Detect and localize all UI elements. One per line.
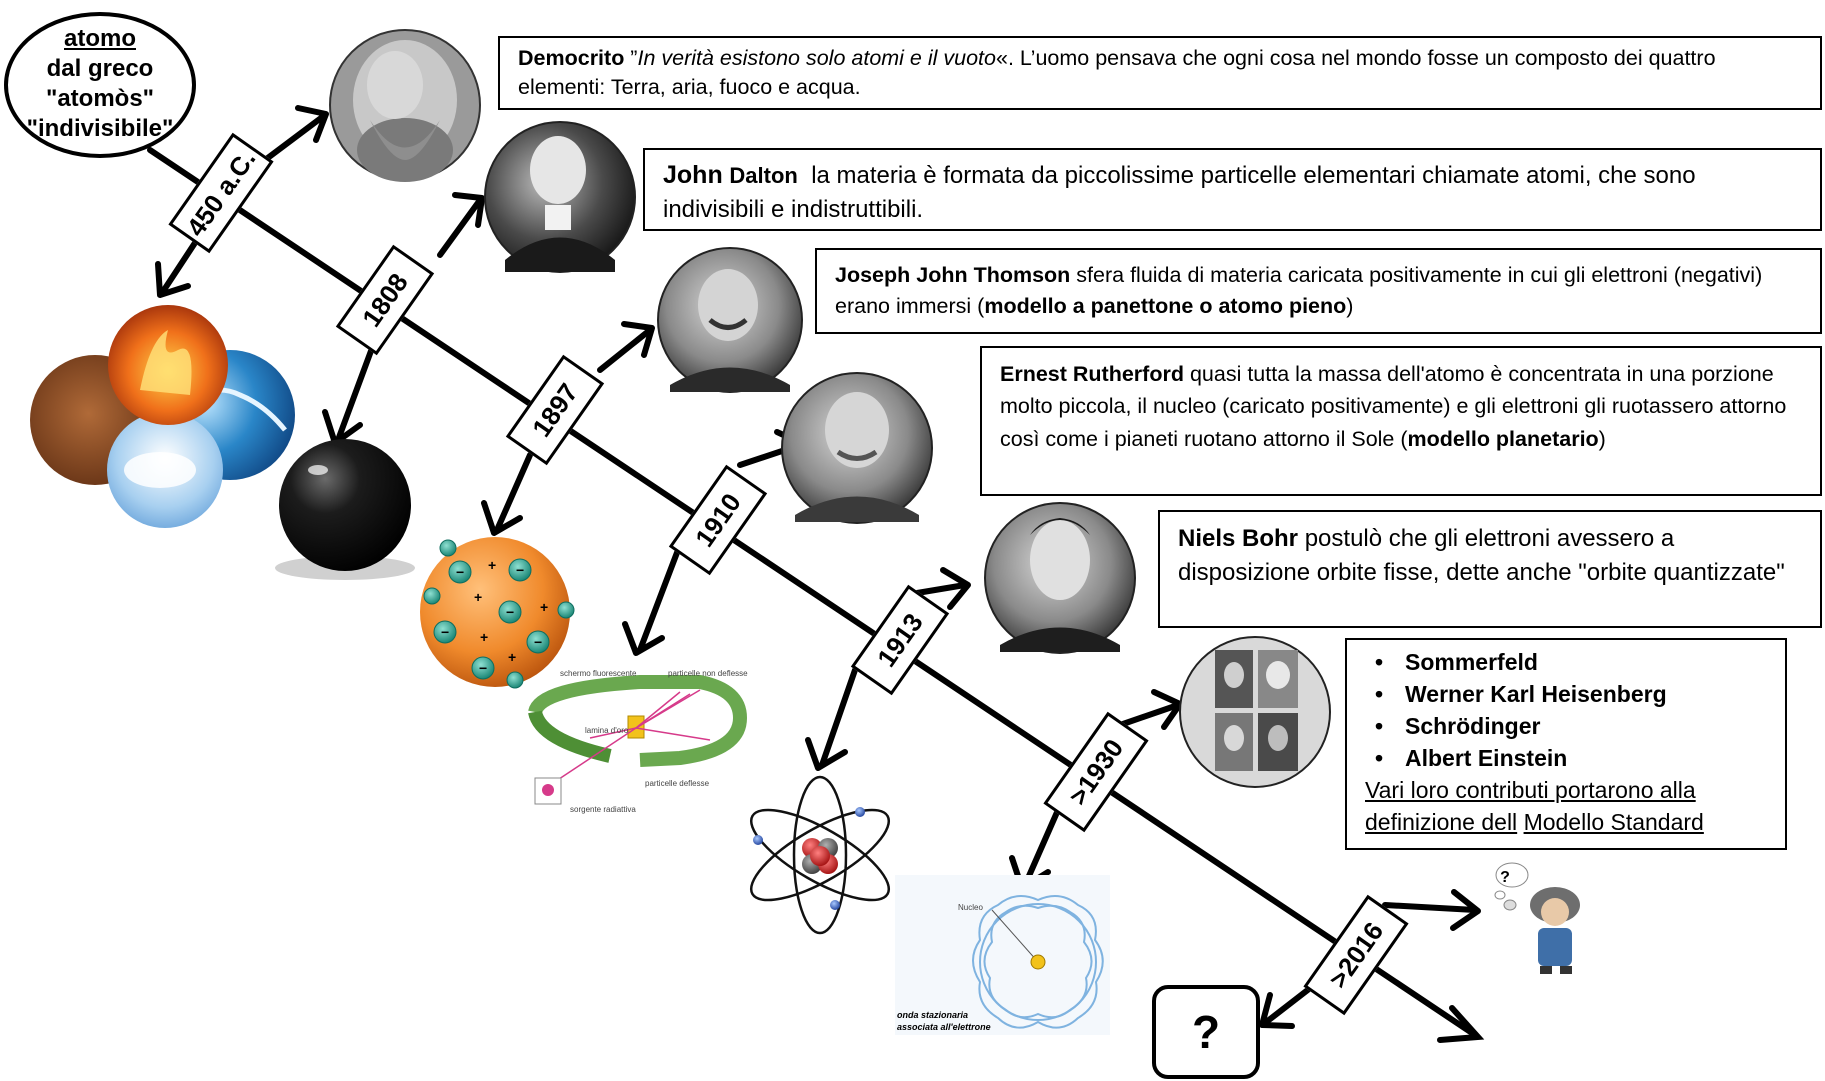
label-fluorescent-screen: schermo fluorescente [560, 669, 637, 678]
svg-text:−: − [441, 624, 449, 640]
dalton-description: John Dalton la materia è formata da picc… [643, 148, 1822, 231]
modern-line2-part2: Modello Standard [1523, 809, 1704, 835]
dalton-portrait [484, 121, 636, 273]
thomson-portrait [657, 247, 803, 393]
branch-arrows [155, 105, 1481, 1029]
svg-text:−: − [506, 604, 514, 620]
bohr-description: Niels Bohr postulò che gli elettroni ave… [1158, 510, 1822, 628]
quantum-scientists-portraits [1179, 636, 1331, 788]
svg-text:+: + [540, 599, 548, 615]
svg-text:−: − [516, 562, 524, 578]
dalton-text: la materia è formata da piccolissime par… [663, 162, 1696, 223]
dalton-solid-sphere [275, 439, 415, 580]
label-gold-foil: lamina d'oro [585, 726, 629, 735]
democrito-quote: In verità esistono solo atomi e il vuoto [637, 46, 996, 70]
svg-text:−: − [534, 634, 542, 650]
label-undeflected-particles: particelle non deflesse [668, 669, 748, 678]
thomson-description: Joseph John Thomson sfera fluida di mate… [815, 248, 1822, 334]
origin-line-indivisibile: "indivisibile" [26, 115, 174, 142]
modern-scientists-list: Sommerfeld Werner Karl Heisenberg Schröd… [1365, 646, 1767, 774]
scientist-schrodinger: Schrödinger [1365, 710, 1767, 742]
svg-text:+: + [508, 649, 516, 665]
rutherford-gold-foil-experiment: schermo fluorescente particelle non defl… [528, 669, 748, 814]
rutherford-portrait [781, 372, 933, 524]
thought-bubble-question: ? [1500, 869, 1510, 886]
origin-line-atomos: "atomòs" [45, 85, 155, 112]
rutherford-description: Ernest Rutherford quasi tutta la massa d… [980, 346, 1822, 496]
bohr-name: Niels Bohr [1178, 525, 1299, 552]
democrito-name: Democrito [518, 46, 625, 70]
thomson-plum-pudding-model: − − − − − − + + + + + [420, 537, 575, 689]
bohr-atom-model [749, 775, 891, 935]
svg-text:−: − [456, 564, 464, 580]
bohr-portrait [984, 502, 1136, 654]
origin-atom-definition: atomo dal greco "atomòs" "indivisibile" [4, 12, 196, 158]
thomson-model-name: modello a panettone o atomo pieno [984, 294, 1347, 319]
thomson-name: Joseph John Thomson [835, 263, 1071, 287]
rutherford-close: ) [1598, 426, 1606, 451]
label-standing-wave: onda stazionaria [897, 1010, 968, 1020]
four-elements-image [30, 305, 295, 528]
modern-contributions-line1: Vari loro contributi portarono alla [1365, 777, 1696, 803]
rutherford-text: quasi tutta la massa dell'atomo è concen… [1000, 362, 1787, 451]
svg-text:+: + [480, 629, 488, 645]
svg-text:−: − [479, 660, 487, 676]
dalton-name-last: Dalton [729, 163, 798, 188]
thomson-close: ) [1346, 294, 1354, 319]
rutherford-model-name: modello planetario [1407, 426, 1599, 451]
scientist-sommerfeld: Sommerfeld [1365, 646, 1767, 678]
scientist-heisenberg: Werner Karl Heisenberg [1365, 678, 1767, 710]
bohr-text: postulò che gli elettroni avessero a dis… [1178, 525, 1785, 586]
dalton-name-first: John [663, 161, 723, 189]
thinking-scientist-figure: ? [1494, 862, 1580, 974]
label-associated-electron: associata all'elettrone [897, 1022, 991, 1032]
svg-text:+: + [474, 589, 482, 605]
label-deflected-particles: particelle deflesse [645, 779, 710, 788]
democrito-text: «. L’uomo pensava che ogni cosa nel mond… [518, 46, 1716, 100]
modern-contributions-line2: definizione dell Modello Standard [1365, 806, 1767, 838]
democritus-portrait [329, 29, 481, 182]
svg-text:+: + [488, 557, 496, 573]
rutherford-name: Ernest Rutherford [1000, 362, 1184, 386]
democrito-quote-open: ” [624, 46, 638, 70]
modern-line2-part1: definizione dell [1365, 809, 1518, 835]
origin-title: atomo [64, 25, 136, 52]
future-question-box: ? [1152, 985, 1260, 1079]
thomson-text: sfera fluida di materia caricata positiv… [835, 263, 1763, 319]
origin-line-dal-greco: dal greco [46, 55, 154, 82]
scientist-einstein: Albert Einstein [1365, 742, 1767, 774]
label-radioactive-source: sorgente radiattiva [570, 805, 636, 814]
label-nucleus: Nucleo [958, 903, 983, 912]
electron-standing-wave-diagram: Nucleo onda stazionaria associata all'el… [895, 875, 1110, 1035]
modern-physics-description: Sommerfeld Werner Karl Heisenberg Schröd… [1345, 638, 1787, 850]
democrito-description: Democrito ”In verità esistono solo atomi… [498, 36, 1822, 110]
